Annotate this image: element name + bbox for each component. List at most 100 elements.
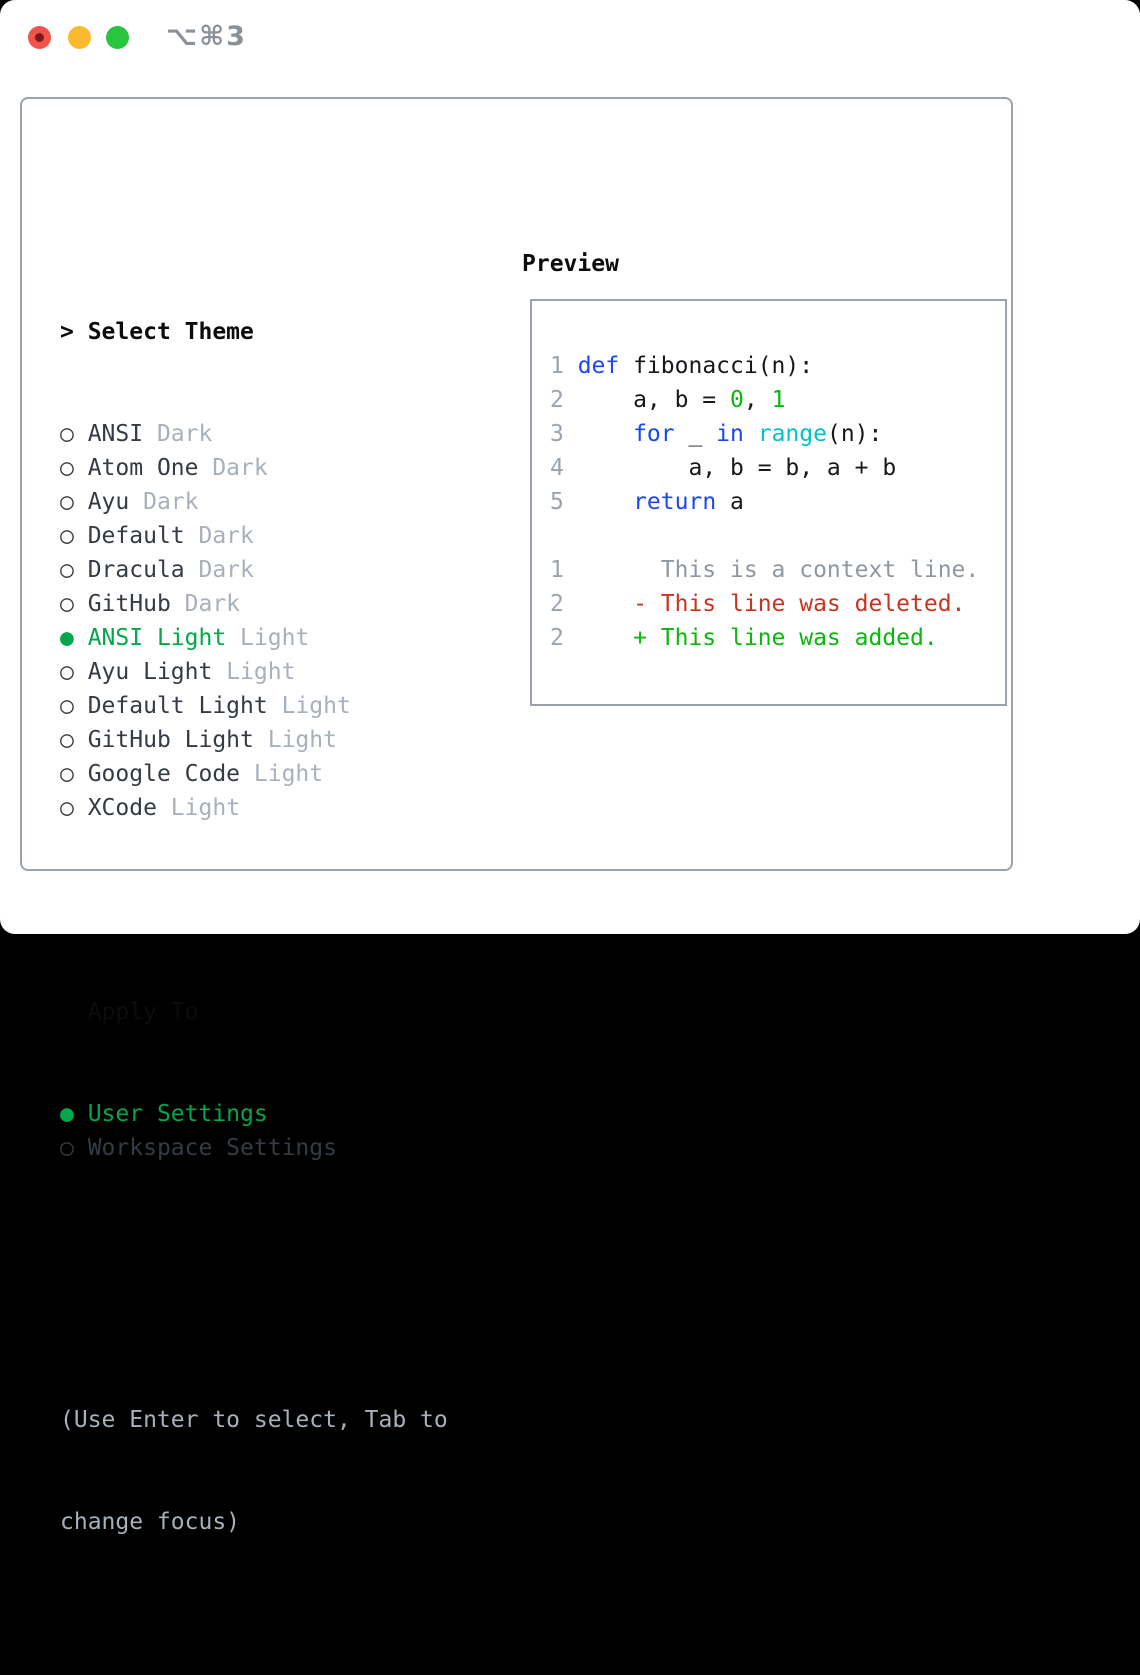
option-variant-label: Light [267,693,351,719]
apply-to-list: ● User Settings○ Workspace Settings [60,1097,448,1165]
theme-option-dracula-dark[interactable]: ○ Dracula Dark [60,553,448,587]
window-shortcut-label: ⌥⌘3 [166,21,247,52]
code-token-num: 0 [730,387,744,413]
theme-list: ○ ANSI Dark○ Atom One Dark○ Ayu Dark○ De… [60,417,448,825]
theme-option-github-light-light[interactable]: ○ GitHub Light Light [60,723,448,757]
option-label: Default Light [73,693,268,719]
radio-icon: ○ [60,659,74,685]
line-number: 2 [550,591,564,617]
radio-icon: ○ [60,795,74,821]
code-line: 2 - This line was deleted. [550,587,999,621]
radio-icon: ○ [60,591,74,617]
code-token-pl: fibonacci(n): [619,353,814,379]
option-variant-label: Light [212,659,296,685]
code-line [550,519,999,553]
option-variant-label: Dark [129,489,199,515]
code-line: 1 This is a context line. [550,553,999,587]
theme-option-ansi-light-light[interactable]: ● ANSI Light Light [60,621,448,655]
radio-icon: ○ [60,1135,74,1161]
theme-panel: > Select Theme ○ ANSI Dark○ Atom One Dar… [60,247,448,1675]
option-label: ANSI Light [73,625,227,651]
option-variant-label: Light [226,625,310,651]
apply-to-header: Apply To [60,995,448,1029]
apply-option-workspace-settings[interactable]: ○ Workspace Settings [60,1131,448,1165]
option-label: Atom One [73,455,199,481]
option-variant-label: Dark [184,523,254,549]
help-line-1: (Use Enter to select, Tab to [60,1407,448,1433]
option-label: Workspace Settings [73,1135,337,1161]
select-theme-title: Select Theme [73,319,254,345]
radio-icon: ○ [60,693,74,719]
option-label: Ayu [73,489,130,515]
code-line: 2 a, b = 0, 1 [550,383,999,417]
select-theme-header: > Select Theme [60,315,448,349]
option-label: Ayu Light [73,659,213,685]
theme-option-default-light-light[interactable]: ○ Default Light Light [60,689,448,723]
theme-option-default-dark[interactable]: ○ Default Dark [60,519,448,553]
radio-icon: ○ [60,421,74,447]
code-line: 5 return a [550,485,999,519]
code-token-del: - This line was deleted. [577,591,966,617]
theme-option-google-code-light[interactable]: ○ Google Code Light [60,757,448,791]
theme-option-ansi-dark[interactable]: ○ ANSI Dark [60,417,448,451]
code-token-num: 1 [771,387,786,413]
spacer [60,893,448,927]
help-line-2: change focus) [60,1509,241,1535]
theme-option-github-dark[interactable]: ○ GitHub Dark [60,587,448,621]
code-token-pl: a, b = b, a + b [577,455,897,481]
code-token-bi: range [757,421,827,447]
option-variant-label: Dark [143,421,213,447]
help-text: (Use Enter to select, Tab to change focu… [60,1335,448,1607]
option-label: Default [73,523,185,549]
radio-icon: ○ [60,727,74,753]
option-label: XCode [73,795,157,821]
code-token-add: + This line was added. [577,625,938,651]
option-variant-label: Light [156,795,241,821]
app-window: ⌥⌘3 > Select Theme ○ ANSI Dark○ Atom One… [0,0,1140,1535]
theme-select-dialog: > Select Theme ○ ANSI Dark○ Atom One Dar… [20,97,1013,1535]
code-token-pl [578,421,633,447]
theme-option-ayu-light-light[interactable]: ○ Ayu Light Light [60,655,448,689]
theme-option-xcode-light[interactable]: ○ XCode Light [60,791,448,825]
line-number: 1 [550,557,564,583]
radio-icon: ○ [60,761,74,787]
minimize-button[interactable] [68,26,91,49]
option-label: Dracula [73,557,185,583]
radio-selected-icon: ● [60,625,74,651]
unsaved-dot-icon [35,33,44,42]
apply-option-user-settings[interactable]: ● User Settings [60,1097,448,1131]
theme-option-ayu-dark[interactable]: ○ Ayu Dark [60,485,448,519]
radio-icon: ○ [60,455,74,481]
code-token-kw: def [577,353,620,379]
line-number: 4 [550,455,564,481]
code-token-pl: (n): [826,421,883,447]
code-token-ctx: This is a context line. [577,557,980,583]
code-token-kw: return [633,489,717,515]
line-number: 5 [550,489,564,515]
code-token-pl: a, b = [577,387,731,413]
close-button[interactable] [28,26,51,49]
code-line: 3 for _ in range(n): [550,417,999,451]
line-number: 3 [550,421,564,447]
code-token-pl: , [743,387,772,413]
option-variant-label: Dark [184,557,254,583]
code-token-pl [578,489,633,515]
code-token-pl [744,421,758,447]
preview-title: Preview [522,251,619,277]
code-token-kw: in [716,421,744,447]
radio-icon: ○ [60,523,74,549]
option-label: Google Code [73,761,241,787]
code-token-pl: _ [674,421,717,447]
apply-to-title: Apply To [60,999,199,1025]
code-token-pl: a [716,489,744,515]
option-variant-label: Light [240,761,324,787]
theme-option-atom-one-dark[interactable]: ○ Atom One Dark [60,451,448,485]
option-variant-label: Light [253,727,337,753]
code-line: 2 + This line was added. [550,621,999,655]
line-number: 2 [550,625,564,651]
option-label: ANSI [73,421,144,447]
zoom-button[interactable] [106,26,129,49]
